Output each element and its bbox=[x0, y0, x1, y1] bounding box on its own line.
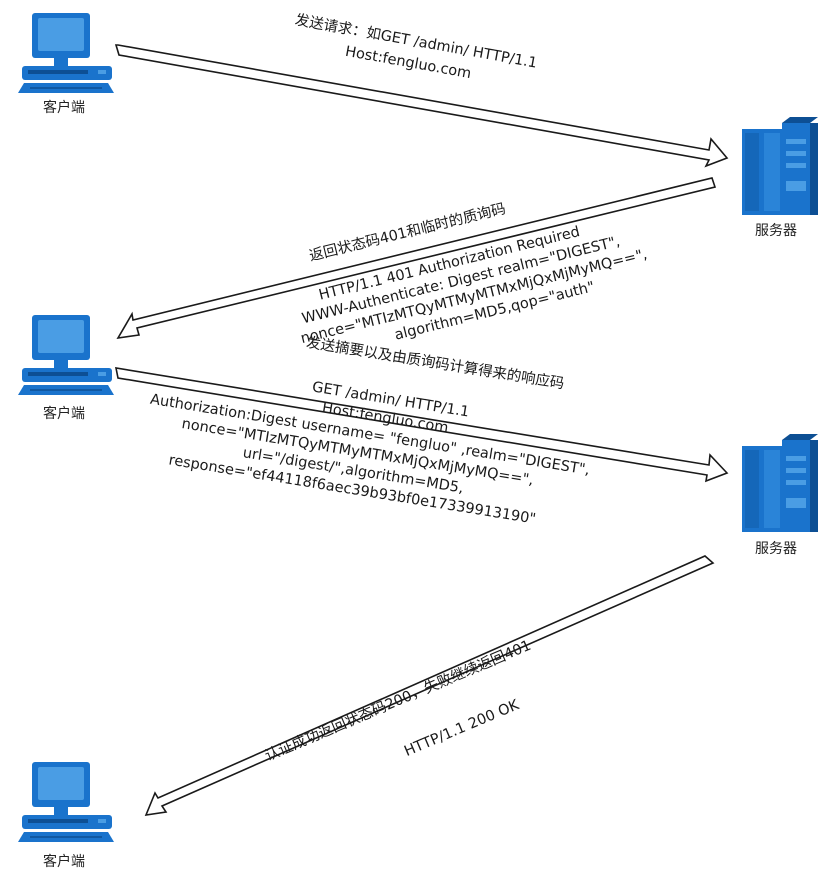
server-1-label: 服务器 bbox=[755, 223, 797, 239]
arrow-response-200 bbox=[144, 555, 715, 816]
arrow-request-1 bbox=[114, 44, 729, 168]
server-2-label: 服务器 bbox=[755, 541, 797, 557]
server-1-icon bbox=[742, 117, 818, 215]
client-1-computer-icon bbox=[17, 12, 115, 94]
arrow-response-401 bbox=[116, 177, 717, 340]
client-3-computer-icon bbox=[17, 761, 115, 843]
response-200-line: HTTP/1.1 200 OK bbox=[402, 697, 522, 760]
client-2-label: 客户端 bbox=[43, 405, 85, 422]
client-2-computer-icon bbox=[17, 314, 115, 396]
client-1-label: 客户端 bbox=[43, 99, 85, 116]
response-200-title: 认证成功返回状态码200，失败继续返回401 bbox=[262, 637, 533, 765]
server-2-icon bbox=[742, 434, 818, 532]
arrow-request-2 bbox=[114, 367, 729, 483]
client-3-label: 客户端 bbox=[43, 853, 85, 870]
